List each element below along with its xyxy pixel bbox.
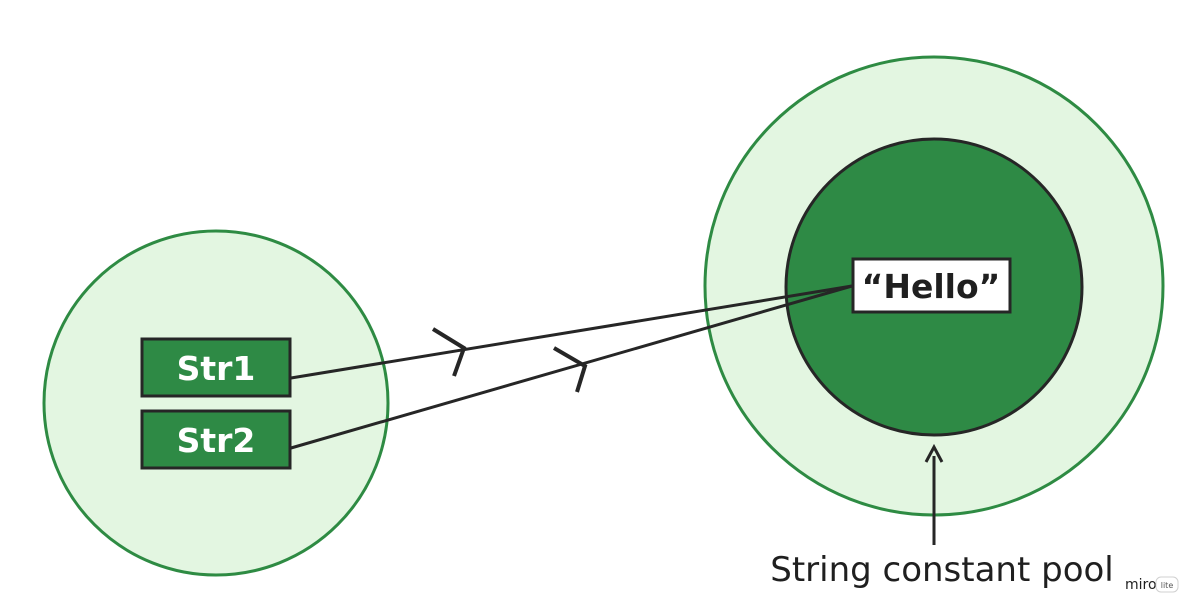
str2-label: Str2 xyxy=(177,421,256,460)
watermark-text: miro xyxy=(1125,577,1157,593)
watermark-badge: lite xyxy=(1161,581,1174,590)
str2-arrowhead-icon xyxy=(552,346,588,393)
watermark-badge-box xyxy=(1155,576,1179,593)
hello-literal-label: “Hello” xyxy=(862,267,1001,306)
stack-circle xyxy=(42,229,390,577)
pool-pointer-arrowhead-icon xyxy=(924,443,944,463)
pool-caption: String constant pool xyxy=(770,550,1114,590)
str1-arrowhead-icon xyxy=(431,327,467,377)
miro-watermark: miro lite xyxy=(1125,576,1179,593)
str1-label: Str1 xyxy=(177,349,256,388)
hello-literal-box: “Hello” xyxy=(851,257,1012,314)
str2-reference-arrow xyxy=(290,284,853,450)
str1-reference-arrow xyxy=(290,284,853,380)
str1-box: Str1 xyxy=(140,337,292,398)
str2-box: Str2 xyxy=(140,409,292,470)
